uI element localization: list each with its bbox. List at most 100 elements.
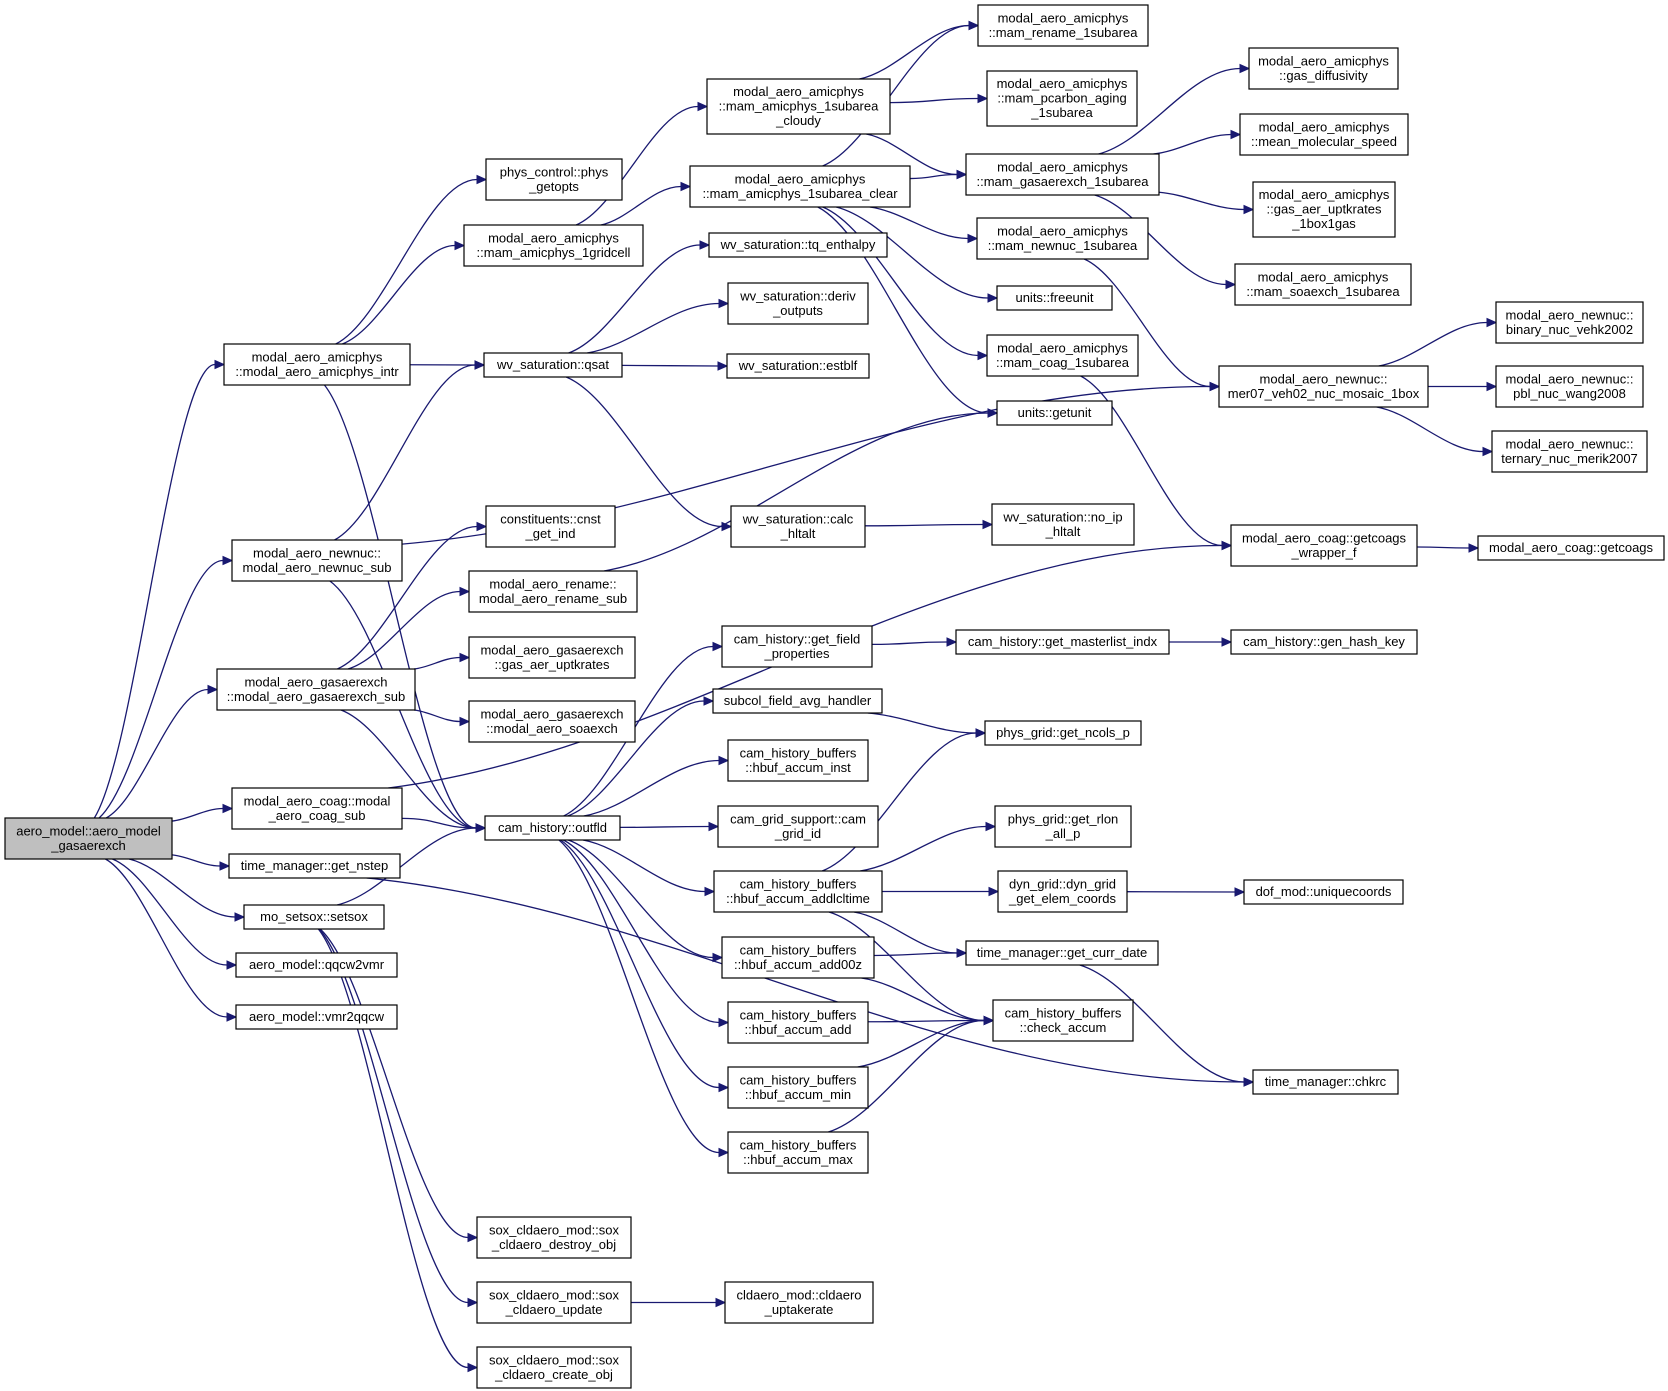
graph-node[interactable]: modal_aero_amicphys::mam_amicphys_1subar…	[706, 78, 891, 135]
graph-node[interactable]: modal_aero_amicphys::gas_aer_uptkrates_1…	[1252, 181, 1396, 238]
node-box	[721, 625, 873, 668]
call-edge	[861, 977, 995, 1026]
graph-node[interactable]: wv_saturation::no_ip_hltalt	[991, 503, 1135, 546]
graph-node[interactable]: wv_saturation::calc_hltalt	[730, 505, 866, 548]
graph-node[interactable]: time_manager::get_curr_date	[965, 940, 1159, 966]
node-box	[712, 688, 883, 714]
graph-node[interactable]: cam_history_buffers::hbuf_accum_add	[727, 1001, 869, 1044]
node-box	[1491, 430, 1648, 473]
graph-node[interactable]: cam_grid_support::cam_grid_id	[717, 805, 879, 848]
graph-node[interactable]: modal_aero_amicphys::mam_amicphys_1gridc…	[463, 224, 644, 267]
graph-node[interactable]: dof_mod::uniquecoords	[1243, 879, 1404, 905]
graph-node[interactable]: cam_history::get_masterlist_indx	[955, 629, 1170, 655]
graph-node[interactable]: wv_saturation::tq_enthalpy	[708, 232, 888, 258]
graph-node[interactable]: modal_aero_rename::modal_aero_rename_sub	[468, 570, 638, 613]
arrowhead-icon	[717, 361, 729, 371]
graph-node[interactable]: modal_aero_amicphys::mam_coag_1subarea	[986, 334, 1139, 377]
edge-line	[869, 206, 969, 240]
edge-line	[587, 302, 720, 354]
graph-node[interactable]: phys_control::phys_getopts	[485, 158, 623, 201]
node-box	[1230, 629, 1418, 655]
graph-node[interactable]: wv_saturation::qsat	[483, 352, 623, 378]
node-box	[1230, 524, 1418, 567]
graph-node[interactable]: cam_history::gen_hash_key	[1230, 629, 1418, 655]
graph-node[interactable]: modal_aero_amicphys::mam_pcarbon_aging_1…	[986, 70, 1138, 127]
graph-node[interactable]: subcol_field_avg_handler	[712, 688, 883, 714]
graph-node[interactable]: cam_history::get_field_properties	[721, 625, 873, 668]
graph-node[interactable]: cam_history_buffers::check_accum	[992, 999, 1134, 1042]
call-edge	[558, 839, 730, 1158]
graph-node[interactable]: modal_aero_newnuc::ternary_nuc_merik2007	[1491, 430, 1648, 473]
graph-node[interactable]: modal_aero_amicphys::mean_molecular_spee…	[1239, 113, 1409, 156]
graph-node[interactable]: modal_aero_coag::getcoags	[1477, 535, 1665, 561]
node-label: modal_aero_amicphys	[488, 230, 619, 245]
graph-node[interactable]: cldaero_mod::cldaero_uptakerate	[724, 1281, 874, 1324]
graph-node[interactable]: modal_aero_newnuc::modal_aero_newnuc_sub	[231, 539, 403, 582]
graph-node[interactable]: aero_model::qqcw2vmr	[235, 952, 398, 978]
arrowhead-icon	[474, 360, 486, 370]
call-edge	[871, 637, 958, 647]
graph-node[interactable]: time_manager::get_nstep	[228, 853, 401, 879]
node-label: cam_history_buffers	[740, 876, 857, 891]
call-edge	[334, 360, 486, 541]
graph-node[interactable]: modal_aero_newnuc::pbl_nuc_wang2008	[1495, 365, 1644, 408]
node-label: _getopts	[528, 179, 579, 194]
graph-node[interactable]: modal_aero_gasaerexch::modal_aero_soaexc…	[468, 700, 636, 743]
graph-node[interactable]: cam_history_buffers::hbuf_accum_add00z	[721, 936, 875, 979]
arrowhead-icon	[704, 886, 716, 897]
graph-node[interactable]: modal_aero_amicphys::modal_aero_amicphys…	[223, 343, 411, 386]
node-label: aero_model::vmr2qqcw	[249, 1009, 385, 1024]
graph-node[interactable]: aero_model::vmr2qqcw	[235, 1004, 398, 1030]
graph-node[interactable]: phys_grid::get_ncols_p	[984, 720, 1142, 746]
node-box	[485, 158, 623, 201]
graph-node[interactable]: modal_aero_amicphys::mam_amicphys_1subar…	[689, 165, 911, 208]
graph-node[interactable]: modal_aero_amicphys::gas_diffusivity	[1248, 47, 1399, 90]
graph-node[interactable]: cam_history::outfld	[484, 815, 621, 841]
call-edge	[171, 803, 234, 822]
graph-node[interactable]: constituents::cnst_get_ind	[485, 505, 616, 548]
graph-node[interactable]: sox_cldaero_mod::sox_cldaero_update	[476, 1281, 632, 1324]
arrowhead-icon	[1486, 317, 1498, 328]
graph-node[interactable]: cam_history_buffers::hbuf_accum_inst	[727, 739, 869, 782]
graph-node[interactable]: time_manager::chkrc	[1252, 1069, 1399, 1095]
graph-node[interactable]: cam_history_buffers::hbuf_accum_max	[727, 1131, 869, 1174]
node-label: ::modal_aero_gasaerexch_sub	[227, 689, 406, 704]
node-box	[713, 870, 883, 913]
graph-node[interactable]: modal_aero_amicphys::mam_soaexch_1subare…	[1234, 263, 1412, 306]
graph-node[interactable]: wv_saturation::estblf	[726, 353, 870, 379]
edge-line	[98, 559, 224, 819]
graph-node[interactable]: modal_aero_newnuc::mer07_veh02_nuc_mosai…	[1218, 365, 1429, 408]
call-edge	[1126, 887, 1246, 897]
edge-line	[853, 911, 958, 954]
node-label: ::mam_amicphys_1subarea_clear	[702, 186, 898, 201]
graph-node[interactable]: phys_grid::get_rlon_all_p	[994, 805, 1132, 848]
graph-node[interactable]: modal_aero_coag::modal_aero_coag_sub	[231, 787, 403, 830]
node-label: wv_saturation::calc	[742, 511, 854, 526]
graph-node[interactable]: modal_aero_coag::getcoags_wrapper_f	[1230, 524, 1418, 567]
graph-node[interactable]: modal_aero_amicphys::mam_newnuc_1subarea	[976, 217, 1149, 260]
graph-node[interactable]: wv_saturation::deriv_outputs	[727, 282, 869, 325]
arrowhead-icon	[1239, 63, 1251, 74]
graph-node[interactable]: cam_history_buffers::hbuf_accum_addlclti…	[713, 870, 883, 913]
graph-node[interactable]: modal_aero_gasaerexch::gas_aer_uptkrates	[468, 636, 636, 679]
arrowhead-icon	[1225, 279, 1237, 290]
graph-node[interactable]: cam_history_buffers::hbuf_accum_min	[727, 1066, 869, 1109]
graph-node[interactable]: aero_model::aero_model_gasaerexch	[4, 817, 173, 860]
graph-node[interactable]: units::getunit	[996, 400, 1113, 426]
arrowhead-icon	[1209, 381, 1221, 392]
graph-node[interactable]: modal_aero_amicphys::mam_gasaerexch_1sub…	[965, 153, 1160, 196]
call-edge	[323, 384, 487, 833]
graph-node[interactable]: mo_setsox::setsox	[243, 904, 385, 930]
node-box	[476, 1216, 632, 1259]
graph-node[interactable]: sox_cldaero_mod::sox_cldaero_destroy_obj	[476, 1216, 632, 1259]
graph-node[interactable]: dyn_grid::dyn_grid_get_elem_coords	[997, 870, 1128, 913]
edge-line	[867, 1019, 985, 1023]
edge-line	[171, 807, 224, 822]
graph-node[interactable]: modal_aero_amicphys::mam_rename_1subarea	[977, 4, 1149, 47]
graph-node[interactable]: units::freeunit	[996, 285, 1113, 311]
graph-node[interactable]: sox_cldaero_mod::sox_cldaero_create_obj	[476, 1346, 632, 1389]
graph-node[interactable]: modal_aero_gasaerexch::modal_aero_gasaer…	[216, 668, 416, 711]
graph-node[interactable]: modal_aero_newnuc::binary_nuc_vehk2002	[1495, 301, 1644, 344]
node-label: ::hbuf_accum_inst	[745, 760, 851, 775]
call-edge	[93, 359, 226, 819]
